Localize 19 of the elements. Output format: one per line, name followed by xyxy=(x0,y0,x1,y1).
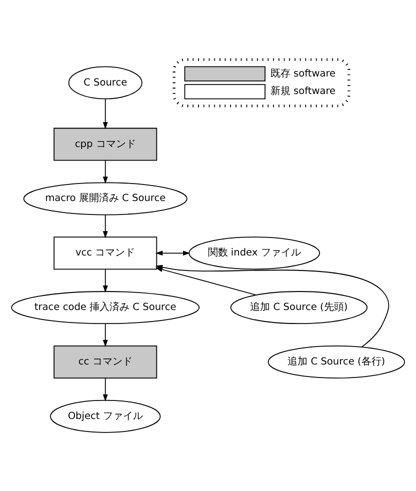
node-ellipse: 関数 index ファイル xyxy=(188,236,320,270)
node-ellipse: Object ファイル xyxy=(50,399,161,432)
arrow xyxy=(156,250,190,256)
legend-label: 新規 software xyxy=(270,86,336,97)
legend-label: 既存 software xyxy=(270,68,336,79)
arrow xyxy=(102,159,108,184)
node-ellipse: macro 展開済み C Source xyxy=(23,182,188,215)
node-ellipse: 追加 C Source (各行) xyxy=(268,344,405,378)
node-ellipse: 追加 C Source (先頭) xyxy=(230,290,368,324)
arrow xyxy=(102,322,108,347)
node-box: cpp コマンド xyxy=(54,127,158,160)
node-ellipse: trace code 挿入済み C Source xyxy=(11,290,200,324)
node-box: cc コマンド xyxy=(54,344,158,378)
arrow xyxy=(102,98,108,129)
node-box: vcc コマンド xyxy=(54,236,158,270)
arrow xyxy=(102,214,108,238)
node-ellipse: C Source xyxy=(68,66,142,99)
arrow xyxy=(102,377,108,401)
arrow xyxy=(102,268,108,292)
